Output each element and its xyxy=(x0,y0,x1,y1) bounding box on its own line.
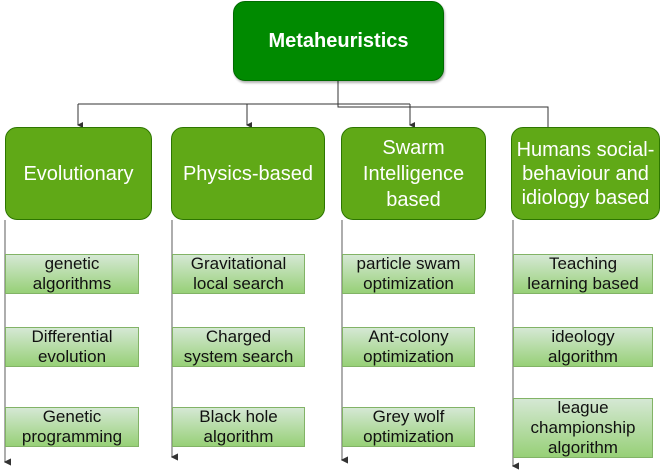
leaf-item: Differential evolution xyxy=(5,327,139,367)
leaf-item: Grey wolf optimization xyxy=(342,407,475,447)
leaf-item: Genetic programming xyxy=(5,407,139,447)
category-humans: Humans social-behaviour and idiology bas… xyxy=(511,127,660,220)
leaf-item: ideology algorithm xyxy=(513,327,653,367)
leaf-item: genetic algorithms xyxy=(5,254,139,294)
category-evolutionary: Evolutionary xyxy=(5,127,152,220)
leaf-item: Charged system search xyxy=(172,327,305,367)
arrow-humans xyxy=(337,104,549,127)
leaf-item: Gravitational local search xyxy=(172,254,305,294)
category-physics: Physics-based xyxy=(171,127,325,220)
category-swarm: Swarm Intelligence based xyxy=(341,127,486,220)
leaf-item: league championship algorithm xyxy=(513,398,653,458)
leaf-item: particle swam optimization xyxy=(342,254,475,294)
leaf-item: Teaching learning based xyxy=(513,254,653,294)
leaf-item: Ant-colony optimization xyxy=(342,327,475,367)
leaf-item: Black hole algorithm xyxy=(172,407,305,447)
root-node: Metaheuristics xyxy=(233,1,444,81)
